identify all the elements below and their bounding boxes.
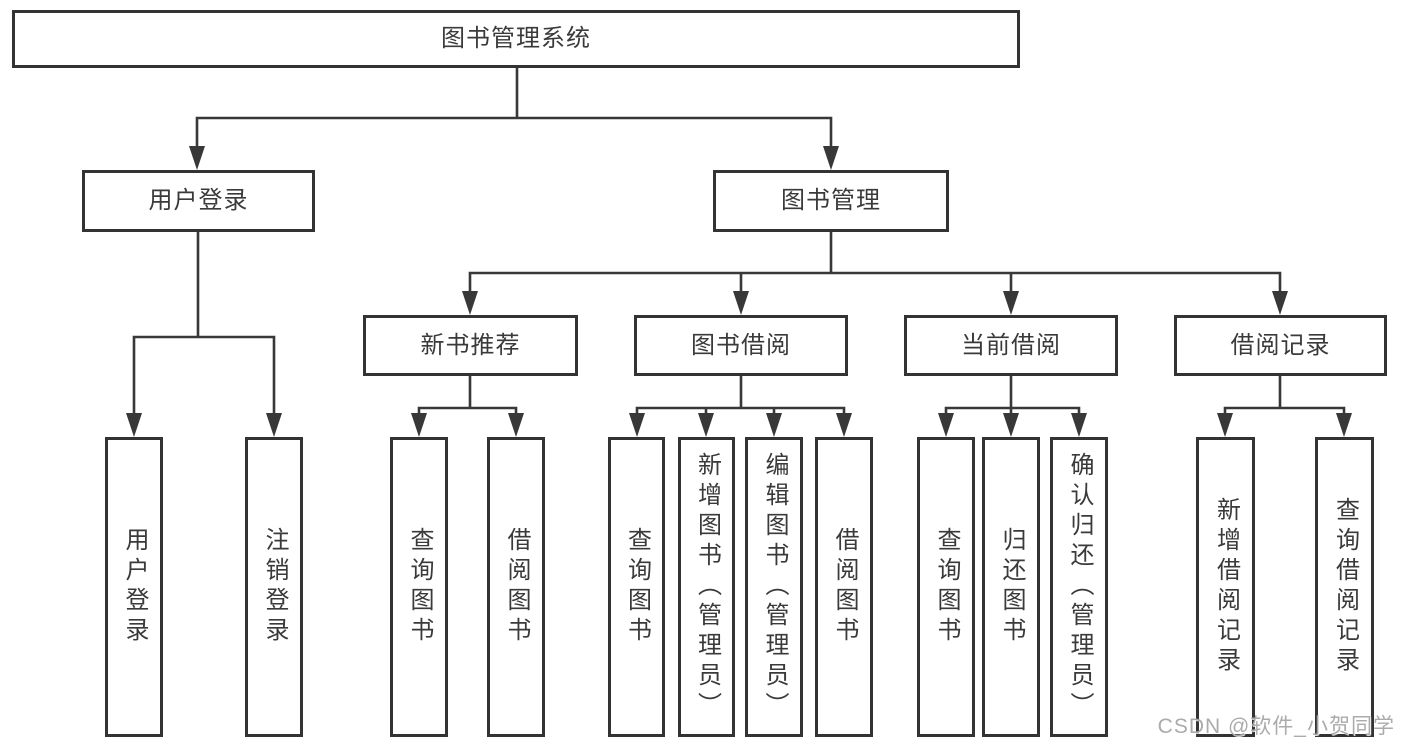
arrow-down-icon xyxy=(508,413,524,437)
arrow-down-icon xyxy=(266,413,282,437)
arrow-down-icon xyxy=(126,413,142,437)
leaf-borrow-books-borrowing: 借阅图书 xyxy=(815,437,873,737)
node-label: 借阅记录 xyxy=(1230,331,1331,359)
arrow-down-icon xyxy=(938,413,954,437)
arrow-down-icon xyxy=(462,291,478,315)
leaf-query-books-current: 查询图书 xyxy=(917,437,975,737)
arrow-down-icon xyxy=(411,413,427,437)
arrow-down-icon xyxy=(1217,413,1233,437)
node-label: 查询图书 xyxy=(933,527,960,647)
node-label: 归还图书 xyxy=(998,527,1025,647)
node-label: 图书借阅 xyxy=(691,331,791,359)
arrow-down-icon xyxy=(1272,291,1288,315)
node-label: 编辑图书（管理员） xyxy=(761,452,788,722)
node-current-borrowing: 当前借阅 xyxy=(904,315,1118,376)
node-label: 当前借阅 xyxy=(961,331,1061,359)
node-library-system: 图书管理系统 xyxy=(12,10,1020,68)
node-label: 图书管理系统 xyxy=(441,25,591,52)
leaf-query-books-borrowing: 查询图书 xyxy=(608,437,665,737)
leaf-confirm-return-admin: 确认归还（管理员） xyxy=(1050,437,1108,737)
node-label: 查询图书 xyxy=(623,527,651,647)
arrow-down-icon xyxy=(1071,413,1087,437)
leaf-query-books-recommend: 查询图书 xyxy=(390,437,448,737)
arrow-down-icon xyxy=(733,291,749,315)
node-label: 查询借阅记录 xyxy=(1331,497,1359,677)
node-label: 借阅图书 xyxy=(503,527,530,647)
arrow-down-icon xyxy=(836,413,852,437)
arrow-down-icon xyxy=(1003,413,1019,437)
arrow-down-icon xyxy=(629,413,645,437)
node-book-management: 图书管理 xyxy=(713,170,949,232)
node-label: 新增借阅记录 xyxy=(1212,497,1240,677)
node-user-login: 用户登录 xyxy=(82,170,315,232)
leaf-return-book: 归还图书 xyxy=(982,437,1040,737)
node-label: 用户登录 xyxy=(148,187,249,214)
arrow-down-icon xyxy=(823,146,839,170)
node-label: 新书推荐 xyxy=(420,331,521,359)
node-book-borrowing: 图书借阅 xyxy=(634,315,848,376)
arrow-down-icon xyxy=(1003,291,1019,315)
leaf-user-login: 用户登录 xyxy=(105,437,163,737)
leaf-add-book-admin: 新增图书（管理员） xyxy=(678,437,735,737)
arrow-down-icon xyxy=(1336,413,1352,437)
csdn-watermark: CSDN @软件_小贺同学 xyxy=(1157,715,1395,738)
leaf-add-borrow-record: 新增借阅记录 xyxy=(1196,437,1255,737)
node-label: 查询图书 xyxy=(406,527,433,647)
node-new-book-recommend: 新书推荐 xyxy=(363,315,578,376)
leaf-logout: 注销登录 xyxy=(245,437,303,737)
node-label: 用户登录 xyxy=(121,527,148,647)
arrow-down-icon xyxy=(698,413,714,437)
node-label: 确认归还（管理员） xyxy=(1066,452,1093,722)
node-label: 注销登录 xyxy=(261,527,288,647)
node-borrowing-records: 借阅记录 xyxy=(1174,315,1387,376)
leaf-borrow-books-recommend: 借阅图书 xyxy=(487,437,545,737)
arrow-down-icon xyxy=(766,413,782,437)
node-label: 图书管理 xyxy=(781,187,881,214)
leaf-query-borrow-record: 查询借阅记录 xyxy=(1315,437,1374,737)
node-label: 新增图书（管理员） xyxy=(693,452,721,722)
node-label: 借阅图书 xyxy=(831,527,858,647)
arrow-down-icon xyxy=(189,146,205,170)
leaf-edit-book-admin: 编辑图书（管理员） xyxy=(745,437,803,737)
